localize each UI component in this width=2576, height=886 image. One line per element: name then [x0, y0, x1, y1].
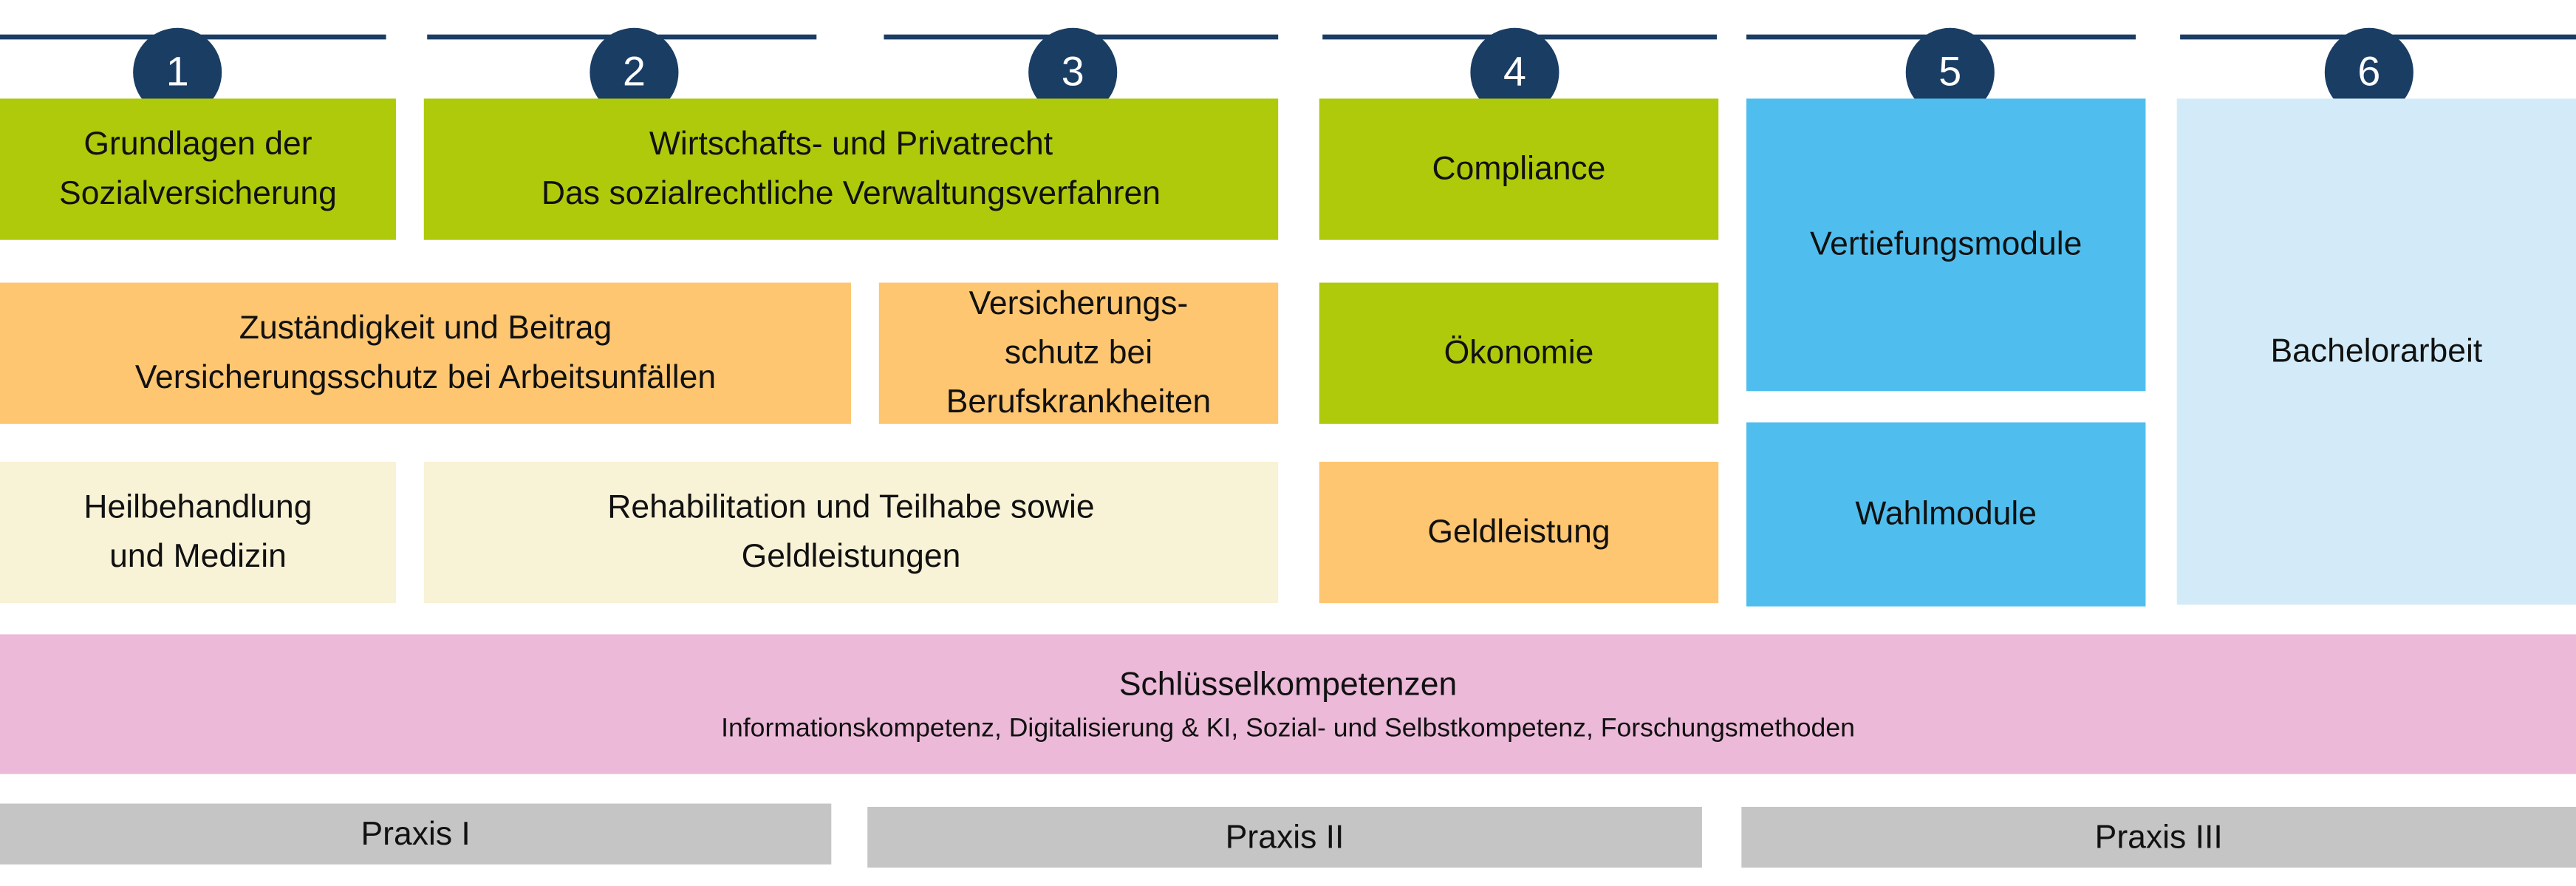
module-line: Zuständigkeit und Beitrag: [239, 310, 612, 347]
module-line: Geldleistungen: [741, 539, 961, 576]
module-line: Sozialversicherung: [59, 175, 337, 212]
module-line: Geldleistung: [1427, 514, 1610, 551]
module-vertiefung: Vertiefungsmodule: [1746, 98, 2146, 392]
semester-3-line: 3: [884, 27, 1279, 117]
module-line: Berufskrankheiten: [946, 384, 1212, 421]
schluessel-subtitle: Informationskompetenz, Digitalisierung &…: [721, 714, 1855, 743]
module-heilbehandlung: Heilbehandlung und Medizin: [0, 461, 396, 604]
module-line: und Medizin: [109, 539, 287, 576]
module-line: Versicherungsschutz bei Arbeitsunfällen: [134, 360, 717, 396]
module-line: Bachelorarbeit: [2270, 333, 2483, 370]
praxis-3: Praxis III: [1741, 806, 2576, 868]
module-line: Heilbehandlung: [83, 489, 312, 526]
module-line: Das sozialrechtliche Verwaltungsverfahre…: [541, 175, 1161, 212]
module-line: Wirtschafts- und Privatrecht: [649, 126, 1053, 163]
module-wahl: Wahlmodule: [1746, 422, 2146, 607]
praxis-label: Praxis III: [2094, 819, 2223, 856]
praxis-label: Praxis II: [1225, 819, 1345, 856]
semester-6-line: 6: [2180, 27, 2576, 117]
praxis-2: Praxis II: [867, 806, 1702, 868]
module-line: Rehabilitation und Teilhabe sowie: [607, 489, 1095, 526]
module-line: Ökonomie: [1444, 335, 1594, 372]
module-oekonomie: Ökonomie: [1319, 282, 1719, 424]
semester-5-line: 5: [1746, 27, 2136, 117]
module-geldleistung: Geldleistung: [1319, 461, 1719, 604]
praxis-1: Praxis I: [0, 803, 832, 865]
praxis-label: Praxis I: [361, 816, 471, 853]
module-line: Wahlmodule: [1855, 496, 2037, 533]
schluessel-title: Schlüsselkompetenzen: [1118, 666, 1458, 703]
semester-2-line: 2: [427, 27, 817, 117]
module-line: schutz bei: [1004, 335, 1153, 372]
semester-1-line: 1: [0, 27, 386, 117]
semester-4-line: 4: [1322, 27, 1717, 117]
module-compliance: Compliance: [1319, 98, 1719, 240]
module-line: Vertiefungsmodule: [1809, 226, 2083, 263]
module-line: Grundlagen der: [83, 126, 312, 163]
module-bachelorarbeit: Bachelorarbeit: [2176, 98, 2576, 605]
module-line: Versicherungs-: [968, 285, 1189, 322]
module-line: Compliance: [1432, 151, 1606, 188]
